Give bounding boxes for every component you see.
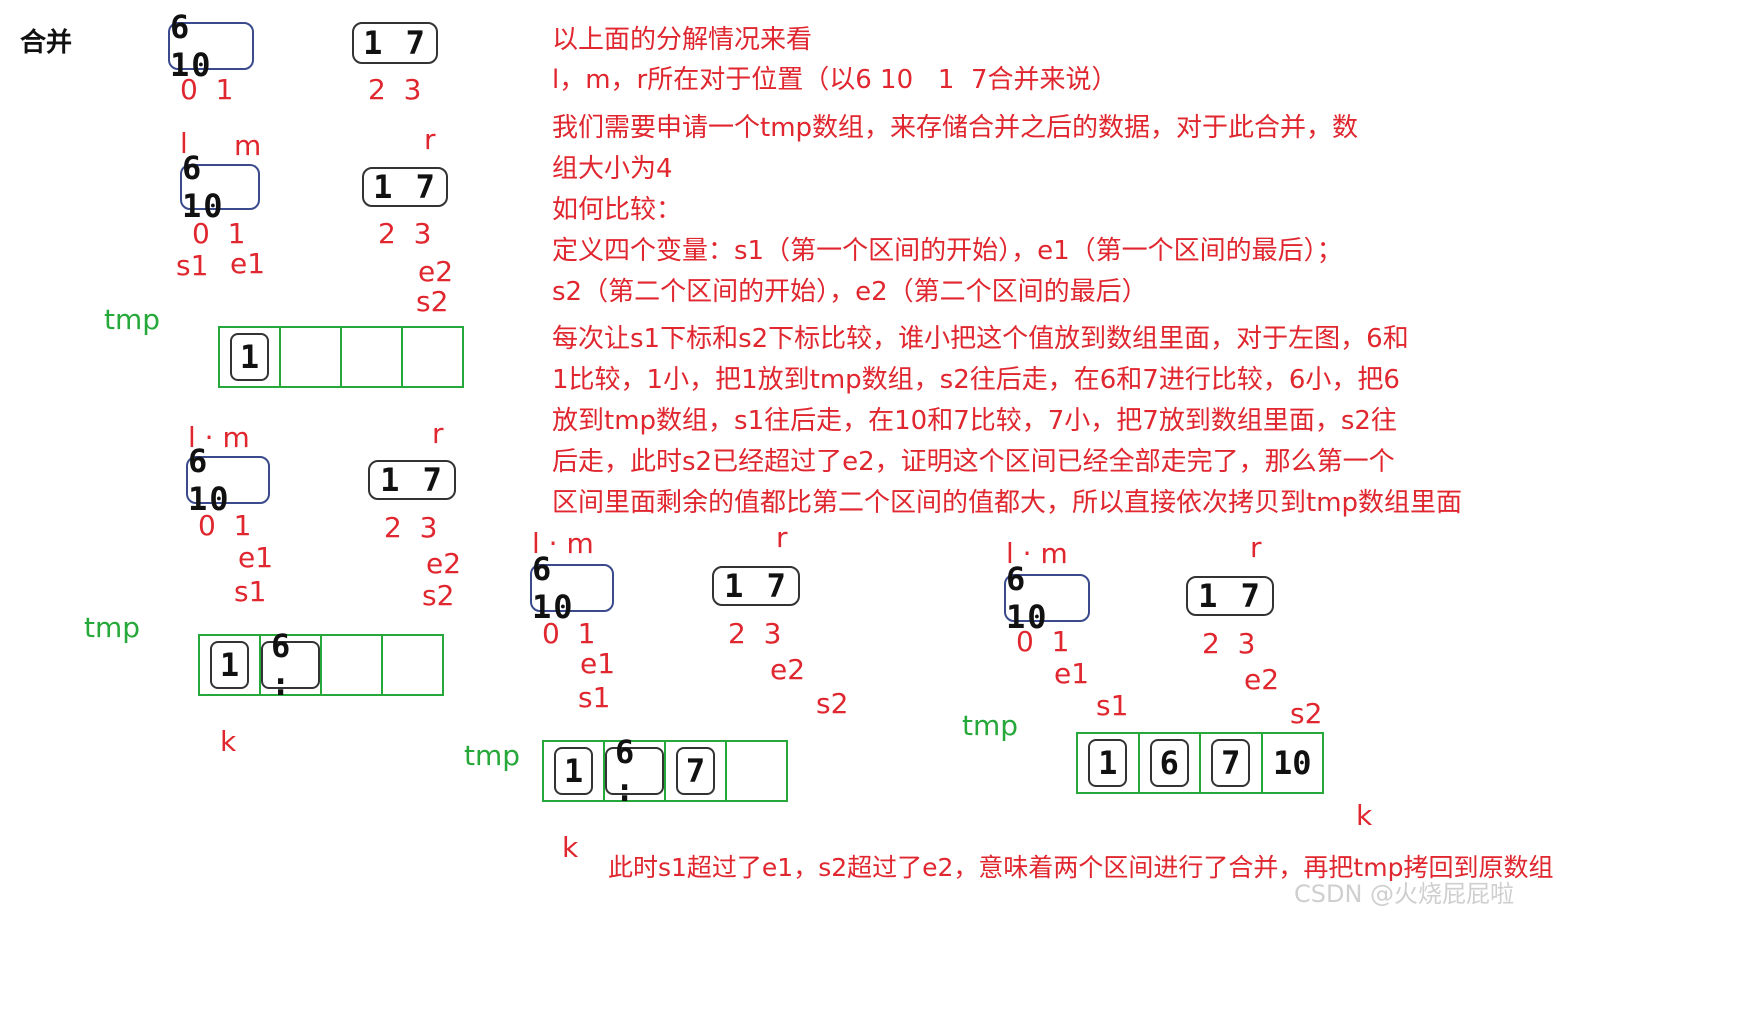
marker-s2: s2 (422, 579, 455, 612)
tmp-label: tmp (104, 303, 161, 336)
right-array-indices: 2 3 (378, 217, 432, 250)
left-array-indices: 0 1 (542, 617, 596, 650)
tmp-value: 1 (229, 333, 270, 381)
tmp-cell (383, 636, 442, 694)
marker-s1: s1 (578, 681, 611, 714)
right-array-box: 1 7 (1186, 576, 1274, 616)
right-array-box: 1 7 (352, 22, 438, 64)
tmp-cell: 7 (1201, 734, 1263, 792)
tmp-cell: 1 (200, 636, 261, 694)
tmp-array: 1 6 : 7 (542, 733, 788, 809)
tmp-value: 6 : (261, 627, 320, 703)
left-array-box: 6 10 (1004, 560, 1090, 636)
tmp-array: 1 6 7 10 (1076, 732, 1324, 794)
tmp-cell (403, 328, 462, 386)
explanation-line: 我们需要申请一个tmp数组，来存储合并之后的数据，对于此合并，数 (552, 113, 1359, 143)
marker-e1: e1 (230, 247, 266, 280)
explanation-line: l，m，r所在对于位置（以6 10 1 7合并来说） (552, 65, 1118, 95)
marker-r: r (1250, 531, 1262, 564)
marker-s2: s2 (816, 687, 849, 720)
tmp-cell: 1 (544, 742, 605, 800)
explanation-line: 以上面的分解情况来看 (552, 25, 813, 55)
marker-e2: e2 (426, 547, 462, 580)
tmp-value: 6 (1149, 739, 1189, 787)
right-array-box: 1 7 (712, 566, 800, 606)
right-array-indices: 2 3 (384, 511, 438, 544)
tmp-cell: 6 (1140, 734, 1201, 792)
explanation-line: 组大小为4 (552, 154, 673, 184)
tmp-label: tmp (84, 611, 141, 644)
tmp-cell: 1 (220, 328, 281, 386)
marker-e2: e2 (770, 653, 806, 686)
tmp-cell: 6 : (261, 627, 322, 703)
tmp-value: 7 (675, 747, 716, 795)
tmp-value: 1 (1088, 739, 1128, 787)
marker-r: r (424, 123, 436, 156)
merge-title: 合并 (20, 28, 73, 58)
left-array-box: 6 10 (180, 149, 260, 225)
right-array-box: 1 7 (368, 460, 456, 500)
marker-m: m (234, 129, 262, 162)
tmp-cell: 6 : (605, 733, 666, 809)
marker-r: r (776, 521, 788, 554)
left-array-box: 6 10 (168, 8, 254, 84)
tmp-cell (322, 636, 383, 694)
marker-l: l (180, 127, 188, 160)
marker-e2: e2 (418, 255, 454, 288)
left-array-indices: 0 1 (180, 73, 234, 106)
marker-s1: s1 (176, 249, 209, 282)
tmp-label: tmp (962, 709, 1019, 742)
left-array-box: 6 10 (186, 442, 270, 518)
watermark: CSDN @火烧屁屁啦 (1294, 880, 1515, 908)
marker-s2: s2 (1290, 697, 1323, 730)
marker-l-m: l · m (532, 527, 594, 560)
marker-l-m: l · m (188, 421, 250, 454)
explanation-line: 1比较，1小，把1放到tmp数组，s2往后走，在6和7进行比较，6小，把6 (552, 365, 1400, 395)
marker-s1: s1 (234, 575, 267, 608)
left-array-indices: 0 1 (198, 509, 252, 542)
explanation-line: 区间里面剩余的值都比第二个区间的值都大，所以直接依次拷贝到tmp数组里面 (552, 488, 1463, 518)
tmp-value: 6 : (605, 733, 664, 809)
marker-e1: e1 (1054, 657, 1090, 690)
explanation-line: 定义四个变量：s1（第一个区间的开始），e1（第一个区间的最后）； (552, 236, 1343, 266)
explanation-line: 放到tmp数组，s1往后走，在10和7比较，7小，把7放到数组里面，s2往 (552, 406, 1397, 436)
tmp-array: 1 6 : (198, 627, 444, 703)
tmp-value: 7 (1211, 739, 1251, 787)
right-array-indices: 2 3 (368, 73, 422, 106)
tmp-value: 1 (209, 641, 250, 689)
tmp-cell: 1 (1078, 734, 1140, 792)
tmp-cell: 10 (1263, 734, 1323, 792)
marker-k: k (562, 831, 579, 864)
marker-k: k (220, 725, 237, 758)
tmp-value: 1 (553, 747, 594, 795)
tmp-label: tmp (464, 739, 521, 772)
left-array-indices: 0 1 (192, 217, 246, 250)
marker-l-m: l · m (1006, 537, 1068, 570)
marker-s1: s1 (1096, 689, 1129, 722)
marker-r: r (432, 417, 444, 450)
conclusion-text: 此时s1超过了e1，s2超过了e2，意味着两个区间进行了合并，再把tmp拷回到原… (608, 853, 1554, 882)
right-array-indices: 2 3 (1202, 627, 1256, 660)
explanation-line: 如何比较： (552, 195, 683, 225)
tmp-cell (281, 328, 342, 386)
right-array-indices: 2 3 (728, 617, 782, 650)
tmp-cell (342, 328, 403, 386)
marker-e1: e1 (238, 541, 274, 574)
tmp-cell (727, 742, 786, 800)
tmp-value: 10 (1272, 744, 1312, 782)
right-array-box: 1 7 (362, 167, 448, 207)
marker-e2: e2 (1244, 663, 1280, 696)
tmp-cell: 7 (666, 742, 727, 800)
tmp-array: 1 (218, 326, 464, 388)
explanation-line: 每次让s1下标和s2下标比较，谁小把这个值放到数组里面，对于左图，6和 (552, 324, 1409, 354)
marker-k: k (1356, 799, 1373, 832)
left-array-box: 6 10 (530, 550, 614, 626)
explanation-line: 后走，此时s2已经超过了e2，证明这个区间已经全部走完了，那么第一个 (552, 447, 1395, 477)
marker-s2: s2 (416, 285, 449, 318)
left-array-indices: 0 1 (1016, 625, 1070, 658)
marker-e1: e1 (580, 647, 616, 680)
explanation-line: s2（第二个区间的开始），e2（第二个区间的最后） (552, 277, 1148, 307)
